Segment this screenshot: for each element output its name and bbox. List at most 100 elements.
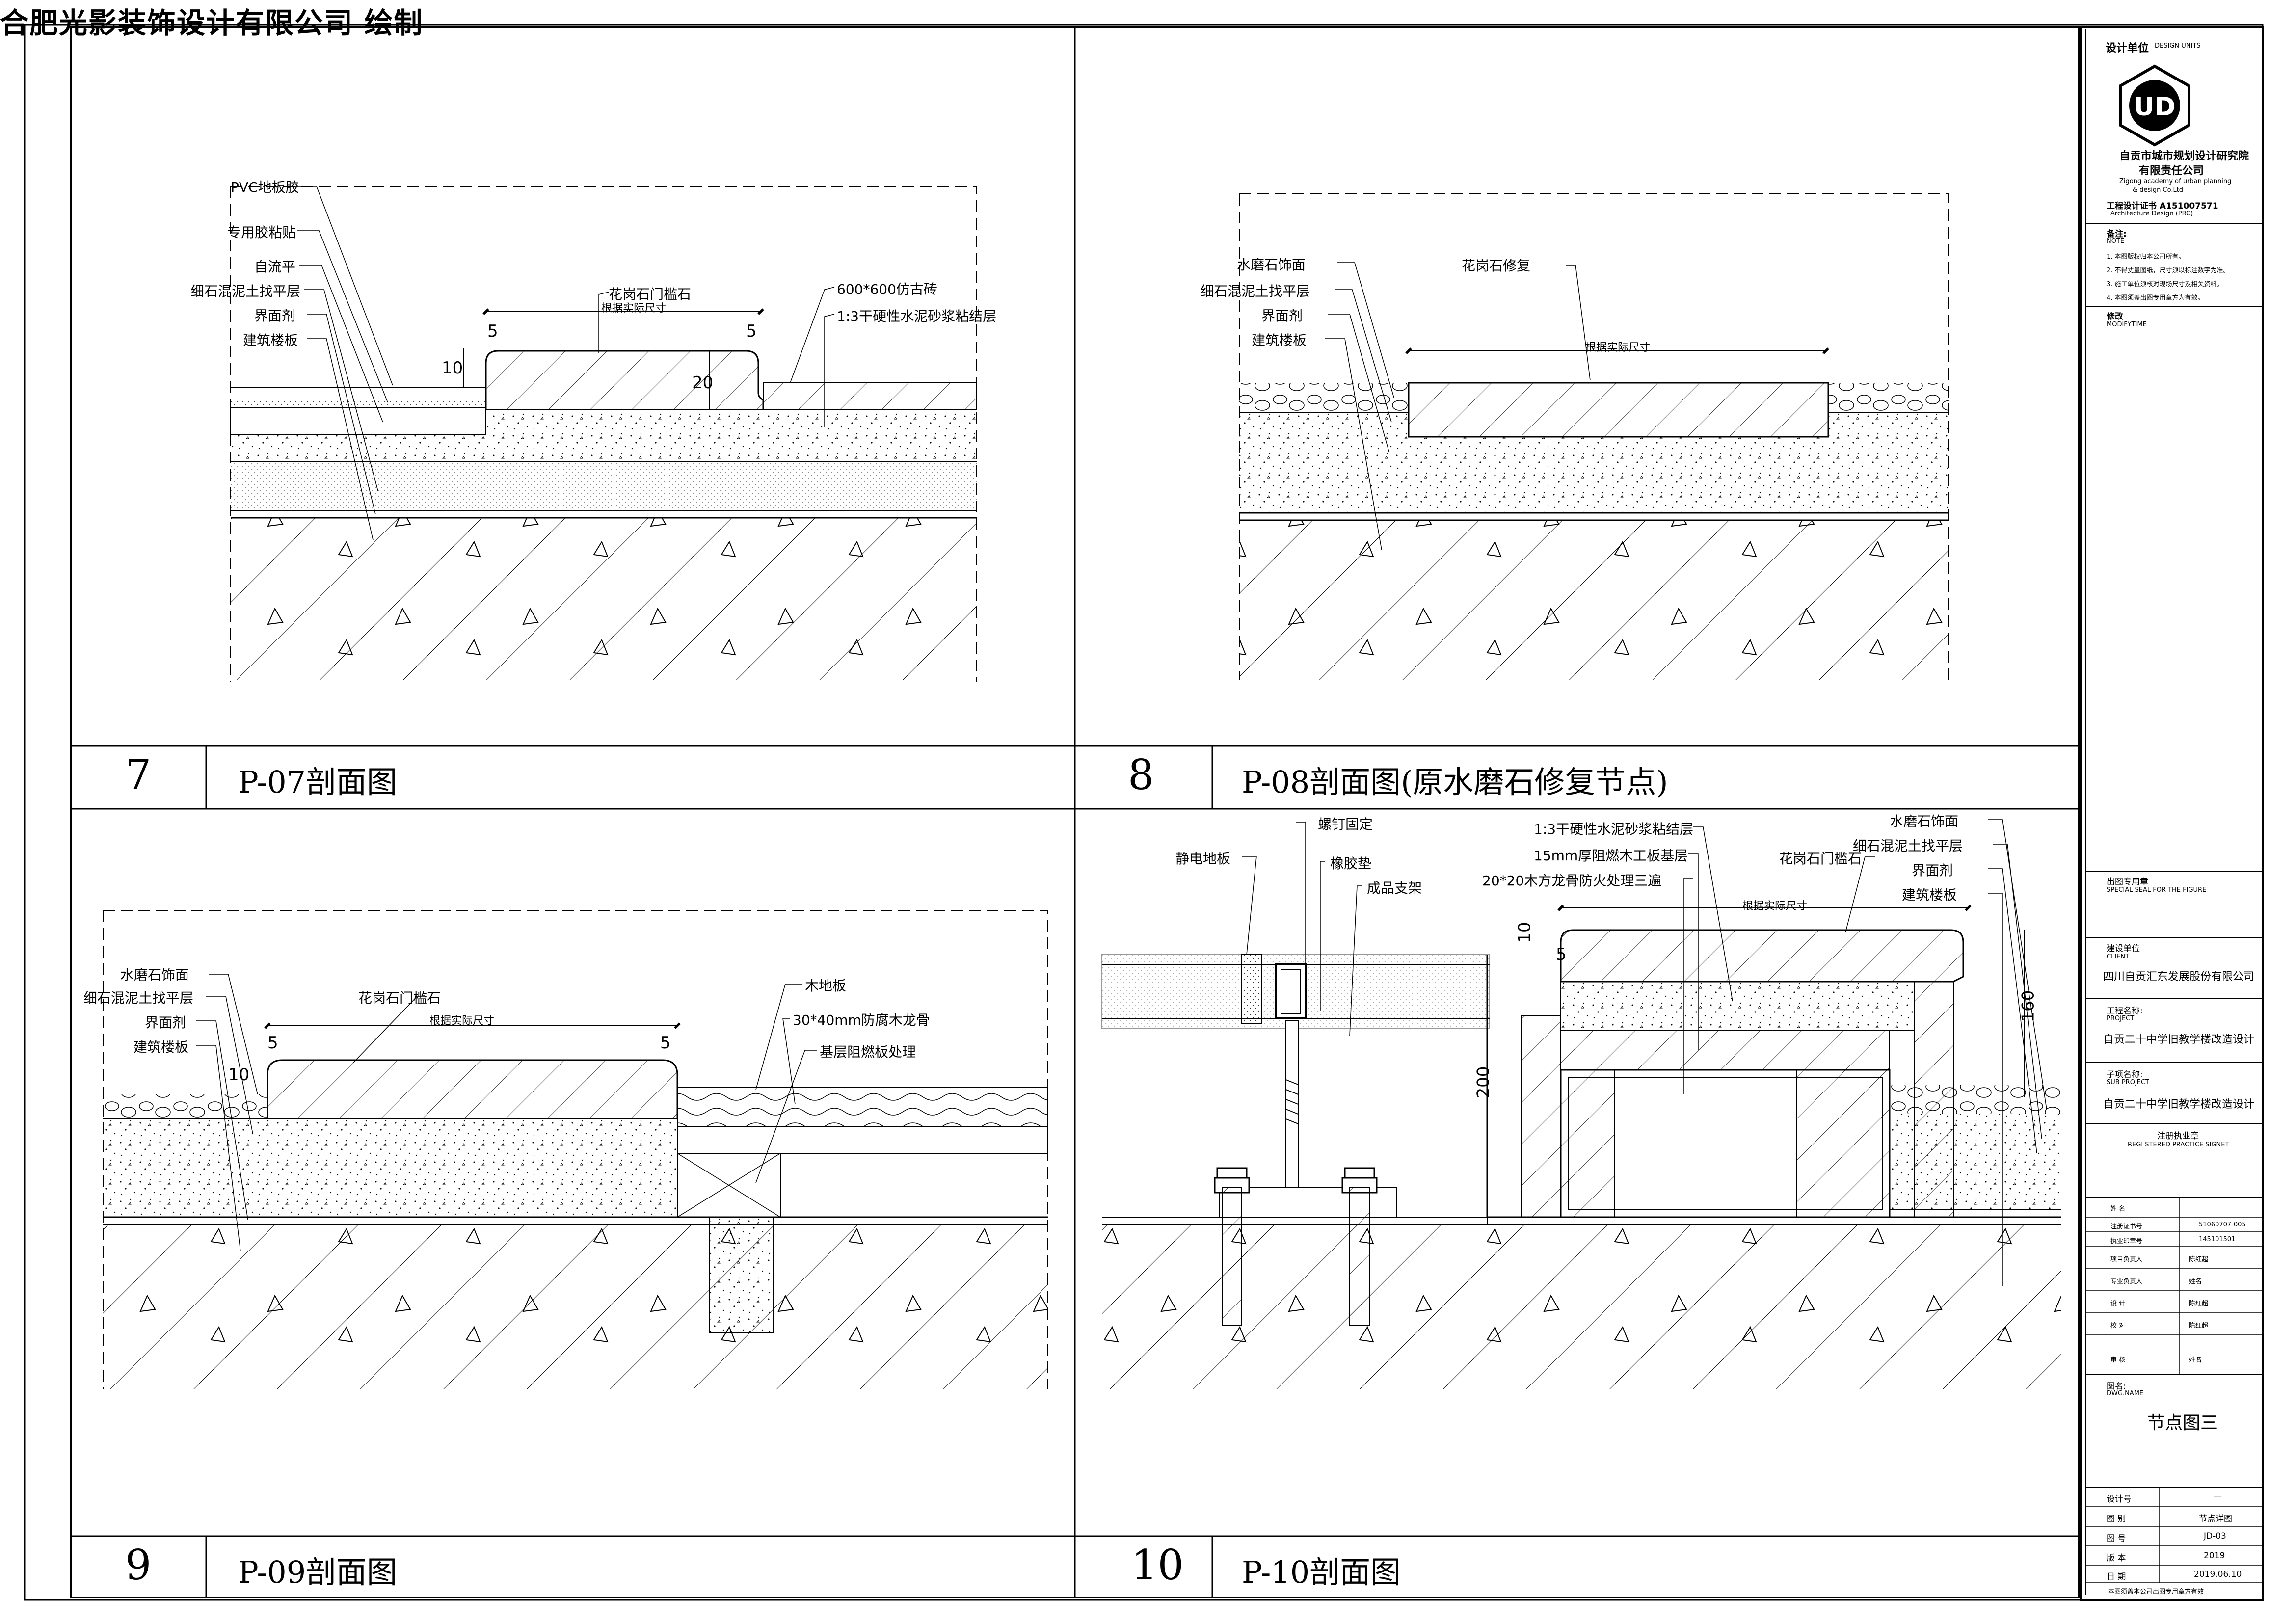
p09-number: 9 bbox=[125, 1541, 152, 1589]
tb-subproject-en: SUB PROJECT bbox=[2107, 1079, 2149, 1086]
tb-reg-k-0: 姓 名 bbox=[2110, 1205, 2126, 1213]
tb-subproject-title: 子项名称: bbox=[2107, 1070, 2143, 1080]
p08-label-repair: 花岗石修复 bbox=[1462, 258, 1531, 274]
tb-design-unit: 设计单位 bbox=[2106, 42, 2149, 54]
tb-client: 四川自贡汇东发展股份有限公司 bbox=[2103, 971, 2255, 983]
p10-label-mortar: 1:3干硬性水泥砂浆粘结层 bbox=[1534, 821, 1694, 837]
tb-client-en: CLIENT bbox=[2107, 953, 2130, 960]
tb-company-2: 有限责任公司 bbox=[2139, 165, 2204, 177]
logo-text: UD bbox=[2134, 92, 2175, 122]
p07-label-self-leveling: 自流平 bbox=[254, 259, 296, 275]
p08-number: 8 bbox=[1128, 751, 1154, 799]
tb-staff-v-2: 陈红超 bbox=[2189, 1300, 2209, 1307]
p09-dim-label: 根据实际尺寸 bbox=[429, 1015, 495, 1027]
p10-label-bracket: 成品支架 bbox=[1367, 880, 1422, 896]
tb-staff-k-4: 审 核 bbox=[2110, 1357, 2126, 1364]
tb-note-4: 4. 本图须盖出图专用章方为有效。 bbox=[2107, 294, 2204, 302]
tb-company-en-1: Zigong academy of urban planning bbox=[2119, 178, 2232, 185]
p07-label-pvc: PVC地板胶 bbox=[231, 179, 299, 195]
tb-reg-v-0: — bbox=[2214, 1203, 2220, 1211]
p09-label-screed: 细石混泥土找平层 bbox=[83, 990, 194, 1006]
tb-staff-k-2: 设 计 bbox=[2110, 1300, 2126, 1307]
tb-info-k-3: 版 本 bbox=[2107, 1553, 2126, 1563]
section-p10-drawing bbox=[1101, 819, 2061, 1389]
tb-project-title: 工程名称: bbox=[2107, 1006, 2143, 1016]
p10-label-board: 15mm厚阻燃木工板基层 bbox=[1534, 848, 1688, 864]
p07-dim-10: 10 bbox=[442, 358, 463, 378]
tb-project: 自贡二十中学旧教学楼改造设计 bbox=[2103, 1034, 2255, 1046]
tb-info-k-1: 图 别 bbox=[2107, 1514, 2126, 1524]
p10-dim-200: 200 bbox=[1473, 1066, 1494, 1098]
tb-notes-title: 备注: bbox=[2107, 229, 2127, 239]
p10-label-threshold: 花岗石门槛石 bbox=[1779, 851, 1862, 867]
p07-label-screed: 细石混泥土找平层 bbox=[190, 283, 301, 299]
p10-title: P-10剖面图 bbox=[1242, 1554, 1401, 1590]
tb-cert: 工程设计证书 A151007571 bbox=[2107, 201, 2218, 211]
p09-label-joist: 30*40mm防腐木龙骨 bbox=[793, 1012, 930, 1028]
tb-staff-k-1: 专业负责人 bbox=[2110, 1278, 2143, 1285]
tb-info-v-2: JD-03 bbox=[2204, 1531, 2226, 1541]
tb-client-title: 建设单位 bbox=[2107, 944, 2140, 954]
p09-label-slab: 建筑楼板 bbox=[133, 1039, 189, 1055]
tb-footer: 本图须盖本公司出图专用章方有效 bbox=[2108, 1588, 2204, 1596]
tb-company-1: 自贡市城市规划设计研究院 bbox=[2119, 150, 2249, 162]
tb-note-2: 2. 不得丈量图纸，尺寸须以标注数字为准。 bbox=[2107, 267, 2230, 274]
p10-dim-160: 160 bbox=[2018, 990, 2038, 1022]
p09-dim-10: 10 bbox=[228, 1065, 250, 1085]
p10-dim-5: 5 bbox=[1556, 945, 1567, 964]
tb-staff-v-4: 姓名 bbox=[2189, 1357, 2202, 1364]
p08-label-screed: 细石混泥土找平层 bbox=[1200, 283, 1310, 299]
tb-info-k-2: 图 号 bbox=[2107, 1534, 2126, 1544]
p10-label-antistatic: 静电地板 bbox=[1175, 851, 1231, 867]
p08-label-interface: 界面剂 bbox=[1261, 308, 1303, 324]
p07-label-glue: 专用胶粘贴 bbox=[227, 224, 296, 240]
tb-project-en: PROJECT bbox=[2107, 1015, 2135, 1022]
p10-label-rubber: 橡胶垫 bbox=[1330, 855, 1372, 872]
tb-note-1: 1. 本图版权归本公司所有。 bbox=[2107, 253, 2185, 261]
p07-label-slab: 建筑楼板 bbox=[243, 332, 298, 348]
tb-info-k-0: 设计号 bbox=[2107, 1494, 2132, 1504]
p07-dim-5b: 5 bbox=[746, 321, 757, 341]
tb-staff-k-0: 项目负责人 bbox=[2110, 1256, 2143, 1263]
tb-info-v-1: 节点详图 bbox=[2199, 1514, 2232, 1524]
logo-emblem: UD bbox=[2119, 64, 2190, 147]
p09-label-wood-floor: 木地板 bbox=[805, 978, 847, 994]
tb-subproject: 自贡二十中学旧教学楼改造设计 bbox=[2103, 1098, 2255, 1111]
section-p07-drawing bbox=[230, 186, 977, 682]
p07-label-mortar: 1:3干硬性水泥砂浆粘结层 bbox=[837, 308, 997, 324]
tb-info-v-3: 2019 bbox=[2204, 1551, 2225, 1561]
p10-label-keel: 20*20木方龙骨防火处理三遍 bbox=[1482, 873, 1662, 889]
p09-dim-5b: 5 bbox=[660, 1033, 671, 1053]
p10-dim-label: 根据实际尺寸 bbox=[1742, 900, 1808, 912]
tb-cert-en: Architecture Design (PRC) bbox=[2110, 210, 2193, 217]
tb-signet-en: REGI STERED PRACTICE SIGNET bbox=[2128, 1141, 2229, 1148]
p07-label-threshold: 花岗石门槛石 bbox=[609, 286, 692, 302]
tb-modify-en: MODIFYTIME bbox=[2107, 321, 2147, 328]
p09-label-interface: 界面剂 bbox=[145, 1014, 187, 1031]
p10-dim-10: 10 bbox=[1515, 922, 1535, 943]
p10-label-screed: 细石混泥土找平层 bbox=[1853, 838, 1963, 854]
tb-notes-en: NOTE bbox=[2107, 238, 2125, 245]
p07-label-tile: 600*600仿古砖 bbox=[837, 281, 937, 297]
p07-number: 7 bbox=[125, 751, 152, 799]
p08-title: P-08剖面图(原水磨石修复节点) bbox=[1242, 764, 1668, 800]
tb-staff-k-3: 校 对 bbox=[2110, 1322, 2126, 1330]
tb-reg-v-1: 51060707-005 bbox=[2199, 1221, 2246, 1228]
tb-info-v-4: 2019.06.10 bbox=[2194, 1570, 2242, 1579]
p09-label-fireproof: 基层阻燃板处理 bbox=[820, 1044, 916, 1060]
p07-dim-5a: 5 bbox=[487, 321, 498, 341]
p08-label-slab: 建筑楼板 bbox=[1252, 332, 1307, 348]
p10-number: 10 bbox=[1131, 1541, 1184, 1589]
p07-dim-20: 20 bbox=[692, 373, 714, 393]
tb-design-unit-en: DESIGN UNITS bbox=[2155, 42, 2201, 50]
p09-dim-5a: 5 bbox=[267, 1033, 278, 1053]
p09-label-terrazzo: 水磨石饰面 bbox=[120, 967, 189, 983]
p07-title: P-07剖面图 bbox=[238, 764, 398, 800]
tb-info-v-0: — bbox=[2214, 1492, 2222, 1502]
p07-label-interface: 界面剂 bbox=[254, 308, 296, 324]
tb-note-3: 3. 施工单位须核对现场尺寸及相关资料。 bbox=[2107, 281, 2223, 288]
section-p09-drawing bbox=[103, 910, 1048, 1389]
section-p08-drawing bbox=[1239, 193, 1949, 680]
p10-label-interface: 界面剂 bbox=[1912, 862, 1953, 879]
